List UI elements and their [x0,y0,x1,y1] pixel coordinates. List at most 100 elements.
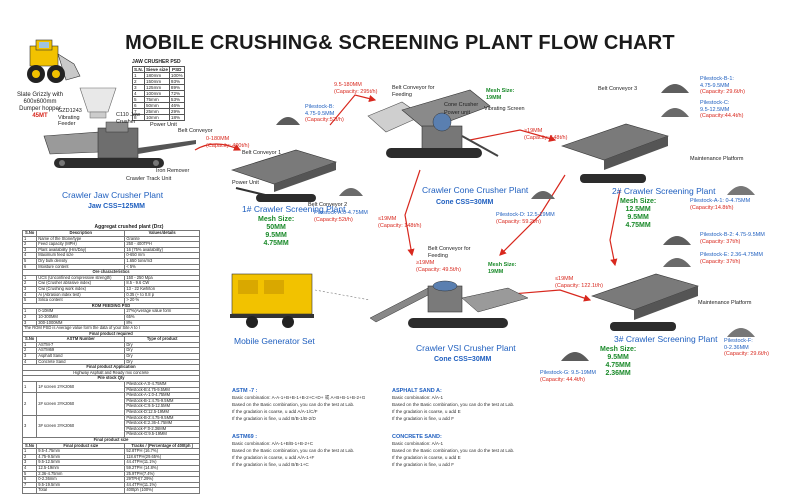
table-header-cell: S.No [21,442,38,450]
table-cell: 25.9TPH(7.4%) [124,470,200,478]
table-cell: 8% [124,319,200,327]
table-cell: 1 [21,448,38,455]
table-cell: > 20 % [124,297,200,304]
jaw-plant-name: Crawler Jaw Crusher Plant [62,190,164,200]
table-cell: 3 [21,353,38,360]
table-cell: 3 [21,285,38,293]
table-cell: 9.5-4.75mm [36,448,126,455]
stockpile-b-icon [276,117,300,125]
table-cell: 300-1000MM [36,319,126,327]
table-cell: Total [36,487,126,494]
table-cell: 4 [21,291,38,299]
table-row: Pilestock-D:12.5-19MM [23,409,200,416]
loader-caption: Slate Grizzly with 600x600mm Dumper hopp… [4,92,76,120]
screen3-name: 3# Crawler Screening Plant [614,334,718,344]
vsi-plant-name: Crawler VSI Crusher Plant [416,343,516,353]
table-cell: Pilestock-F:0-2.36MM [124,425,200,433]
pilestock-name: Pilestock-C: [700,100,730,106]
table-cell: 44.4TPH(11.1%) [124,481,200,489]
table-header-cell: Final product size [36,442,126,450]
stockpile-f-icon [727,328,755,337]
jaw-track-label: Crawler Track Unit [126,176,172,182]
jaw-power-label: Power Unit [150,122,177,128]
table-cell: Pilestock-B:4.75-9.5MM [124,386,200,394]
table-cell: 1 [21,381,38,394]
table-cell: Dry [124,353,200,360]
pilestock-capacity: (Capacity:52t/h) [314,216,353,223]
table-cell: 59.2TPH (14.8%) [124,464,200,472]
table-section: Final product required [22,330,200,338]
mesh-item: 50MM [266,224,286,231]
table-section: ROM FEEDING PSD [22,302,200,310]
table-cell: Concrete Sand [36,358,126,366]
pilestock-capacity: (Capacity:44.4t/h) [700,113,744,119]
table-cell: Cwi (Crusher abrasive index) [36,280,126,287]
stockpile-g-icon [561,352,589,361]
screen2-name: 2# Crawler Screening Plant [612,186,716,196]
table-cell: 44.4TPH(11.1%) [124,459,200,466]
cone-crusher-illustration [367,89,499,158]
vsi-feeder-label: Belt Conveyor for Feeding [428,246,471,259]
pilestock-capacity: (Capacity: 37t/h) [700,238,741,245]
mesh-title: Mesh Size: [600,346,637,353]
screen3-mesh: Mesh Size: 9.5MM 4.75MM 2.36MM [600,346,636,378]
table-cell [21,487,38,494]
section-title: Ore characteristics [22,269,200,276]
page-title: MOBILE CRUSHING& SCREENING PLANT FLOW CH… [125,32,675,54]
table-row: Pilestock-C:9.5-12.5MM [23,403,200,410]
table-cell: 13 - 22 Kwh/ton [124,285,200,293]
screen1-mesh: Mesh Size: 50MM 9.5MM 4.75MM [258,216,294,248]
table-cell: ASTM69 [36,347,126,355]
note-asphalt: ASPHALT SAND A: Basic combination: A/A-1… [392,388,542,422]
flow-ge19-vsi: ≥19MM (Capacity: 49.5t/h) [416,260,461,273]
pilestock-a: Pilestock-A:0-4.75MM (Capacity:52t/h) [314,210,368,223]
table-cell: Pilestock-G:9.5-19MM [124,431,200,438]
table-cell: 1# screen 2YK2060 [36,381,126,394]
note-line: Basic combination: A/A-1 [392,395,444,400]
table-cell: 18% [168,114,185,121]
mesh-item: 9.5MM [627,214,649,221]
table-cell: < 5% [124,263,200,271]
screen1-illustration [231,149,337,202]
flow-size: ≥19MM [524,128,543,134]
table-cell: 2 [21,280,38,287]
pilestock-capacity: (Capacity: 59.2t/h) [496,218,541,225]
table-cell: 100% [168,72,185,79]
cone-plant-name: Crawler Cone Crusher Plant [422,185,529,195]
pilestock-name: Pilestock-B: [305,104,335,110]
mesh-title: Mesh Size: [488,262,517,268]
table-cell: 1 [21,308,38,315]
table-cell: 150 - 250 Mpa [124,274,200,282]
table-cell: 5 [21,258,38,265]
table-cell: 5 [21,470,38,478]
table-cell: 0.35 (+ to 0.8 p [124,291,200,299]
table-note-text: The ROM PSD is Average value form the da… [22,325,200,332]
table-section: Ore characteristics [22,269,200,276]
mesh-item: 4.75MM [605,362,631,369]
pilestock-range: 4.75-9.5MM [305,110,335,117]
table-cell: 3 [21,414,38,438]
table-cell: 2 [21,313,38,321]
table-section: Final product size [22,437,200,444]
table-cell: Dry [124,347,200,355]
table-row: Pilestock-B:4.75-9.5MM [23,386,200,394]
pilestock-range: 4.75-9.5MM [700,82,730,89]
table-cell: 2 [21,347,38,355]
table-cell: 10mm [143,114,170,121]
table-header-cell: Tracks / (Percentage of 400tph ) [124,442,200,450]
table-cell: 29TPH(7.29%) [124,476,200,483]
table-cell: 9.5-12.5mm [36,459,126,466]
vsi-mesh: Mesh Size: 19MM [488,262,516,275]
table-cell: Maximum feed size [36,252,126,259]
